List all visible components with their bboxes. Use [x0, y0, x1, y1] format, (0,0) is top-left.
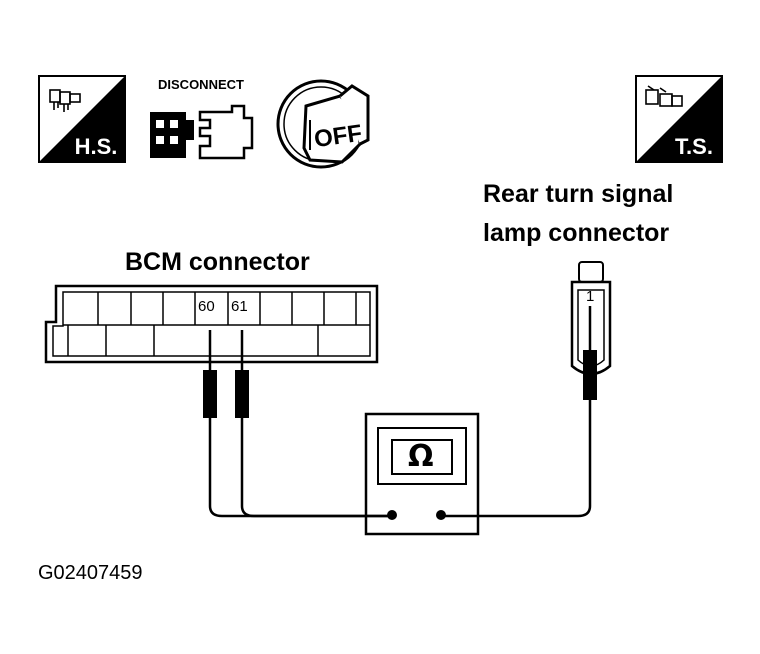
terminal-side-icon: T.S.: [635, 75, 723, 163]
ts-label: T.S.: [675, 134, 713, 159]
bcm-pin-60: 60: [198, 298, 215, 315]
disconnect-label: DISCONNECT: [158, 77, 244, 92]
disconnect-connector-icon: DISCONNECT: [150, 77, 254, 160]
off-label: OFF: [312, 120, 363, 153]
harness-side-icon: H.S.: [38, 75, 126, 163]
ignition-key-off-icon: OFF: [276, 79, 370, 169]
hs-label: H.S.: [75, 134, 118, 159]
bcm-connector-label: BCM connector: [125, 248, 310, 276]
rear-lamp-connector-label-line1: Rear turn signal: [483, 180, 674, 208]
ohmmeter-icon: [364, 412, 480, 536]
bcm-pin-61: 61: [231, 298, 248, 315]
bcm-connector: [44, 284, 379, 364]
ohm-symbol: Ω: [408, 439, 434, 474]
rear-lamp-connector-label-line2: lamp connector: [483, 219, 670, 247]
figure-code: G02407459: [38, 562, 143, 584]
lamp-pin-1: 1: [586, 288, 595, 305]
test-leads: [208, 400, 592, 518]
probes: [203, 306, 597, 418]
